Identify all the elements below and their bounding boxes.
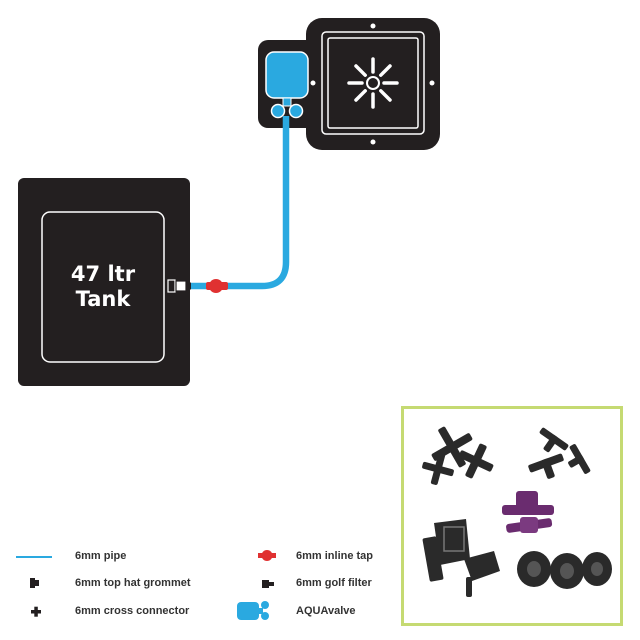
purple-inline-tap-part <box>502 491 554 533</box>
drain-sunburst-icon <box>347 57 399 109</box>
tank-label-line2: Tank <box>75 287 131 311</box>
legend-cross-connector-icon <box>31 606 41 617</box>
aquavalve-icon <box>265 51 309 119</box>
cross-connector-part <box>422 426 494 485</box>
legend-label-cross-connector: 6mm cross connector <box>75 605 190 617</box>
tank-label-line1: 47 ltr <box>70 262 136 286</box>
parts-photo <box>401 406 623 626</box>
tank <box>18 178 190 386</box>
legend-golf-filter-icon <box>262 580 274 588</box>
legend-label-aquavalve: AQUAvalve <box>296 605 356 617</box>
legend-label-grommet: 6mm top hat grommet <box>75 577 191 589</box>
inline-tap-icon <box>206 279 228 293</box>
tee-connector-part <box>528 427 591 479</box>
top-hat-grommet-part <box>517 551 612 589</box>
parts-illustration <box>422 426 612 597</box>
legend-inline-tap-icon <box>258 550 276 561</box>
legend-label-golf-filter: 6mm golf filter <box>296 577 372 589</box>
legend-label-pipe: 6mm pipe <box>75 550 127 562</box>
legend-symbols <box>16 550 276 620</box>
legend-aquavalve-icon <box>237 601 269 620</box>
pipe <box>186 116 290 290</box>
top-hat-grommet-icon <box>167 279 176 293</box>
golf-filter-icon <box>175 280 191 292</box>
legend-label-inline-tap: 6mm inline tap <box>296 550 374 562</box>
legend-grommet-icon <box>30 578 39 588</box>
golf-filter-part <box>422 519 500 597</box>
